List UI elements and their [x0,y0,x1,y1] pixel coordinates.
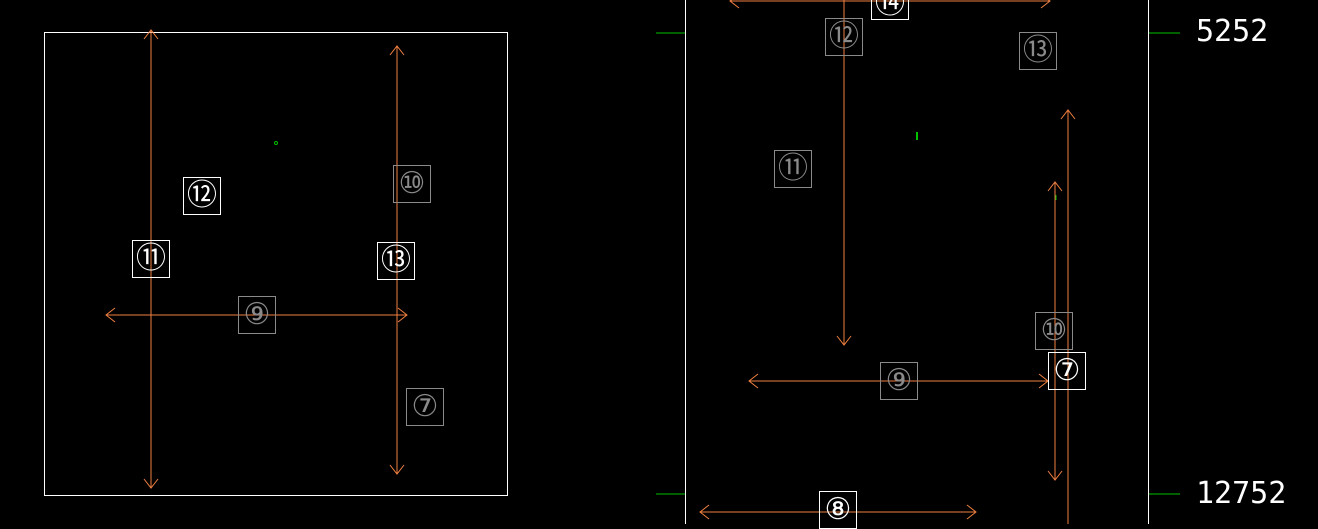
right-arrow-14-head-left [729,0,740,9]
left-label-9[interactable]: ⑨ [238,296,276,334]
right-label-12[interactable]: ⑫ [825,18,863,56]
right-arrow-10-head-top [1047,181,1063,192]
elevation-top: 5252 [1196,14,1269,49]
right-label-11[interactable]: ⑪ [774,150,812,188]
right-label-12-text: ⑫ [829,19,859,54]
left-arrow-10-head-bottom [389,464,405,475]
left-label-13[interactable]: ⑬ [377,242,415,280]
right-label-9-text: ⑨ [885,363,913,398]
right-label-8-text: ⑧ [824,492,852,527]
left-green-mark [274,141,278,145]
right-label-7[interactable]: ⑦ [1048,352,1086,390]
right-label-8[interactable]: ⑧ [819,491,857,529]
left-arrow-10-head-top [389,45,405,56]
right-arrow-9-head-left [748,373,759,389]
left-label-11[interactable]: ⑪ [132,240,170,278]
right-arrow-14-head-right [1040,0,1051,9]
left-label-12[interactable]: ⑫ [183,177,221,215]
right-label-10-text: ⑩ [1040,313,1068,348]
left-label-12-text: ⑫ [187,178,217,213]
left-arrow-11-head-top [143,29,159,40]
right-arrow-12-head-bottom [836,335,852,346]
elevation-bottom: 12752 [1196,476,1287,511]
left-label-9-text: ⑨ [243,297,271,332]
left-label-10[interactable]: ⑩ [393,165,431,203]
left-label-7-text: ⑦ [411,389,439,424]
left-arrow-9-head-right [397,307,408,323]
left-label-7[interactable]: ⑦ [406,388,444,426]
right-label-10[interactable]: ⑩ [1035,312,1073,350]
right-label-7-text: ⑦ [1053,353,1081,388]
left-arrow-9-head-left [105,307,116,323]
left-label-11-text: ⑪ [136,241,166,276]
right-label-13-text: ⑬ [1023,33,1053,68]
right-arrow-8-head-right [966,504,977,520]
left-label-13-text: ⑬ [381,243,411,278]
left-frame [44,32,508,496]
right-label-9[interactable]: ⑨ [880,362,918,400]
right-label-14-text: ⑭ [875,0,905,21]
left-arrow-11-head-bottom [143,478,159,489]
right-label-13[interactable]: ⑬ [1019,32,1057,70]
right-label-11-text: ⑪ [778,151,808,186]
right-arrow-10-head-bottom [1047,470,1063,481]
right-arrow-8-head-left [699,504,710,520]
right-label-14[interactable]: ⑭ [871,0,909,20]
left-label-10-text: ⑩ [398,166,426,201]
right-arrow-7-head-top [1060,109,1076,120]
